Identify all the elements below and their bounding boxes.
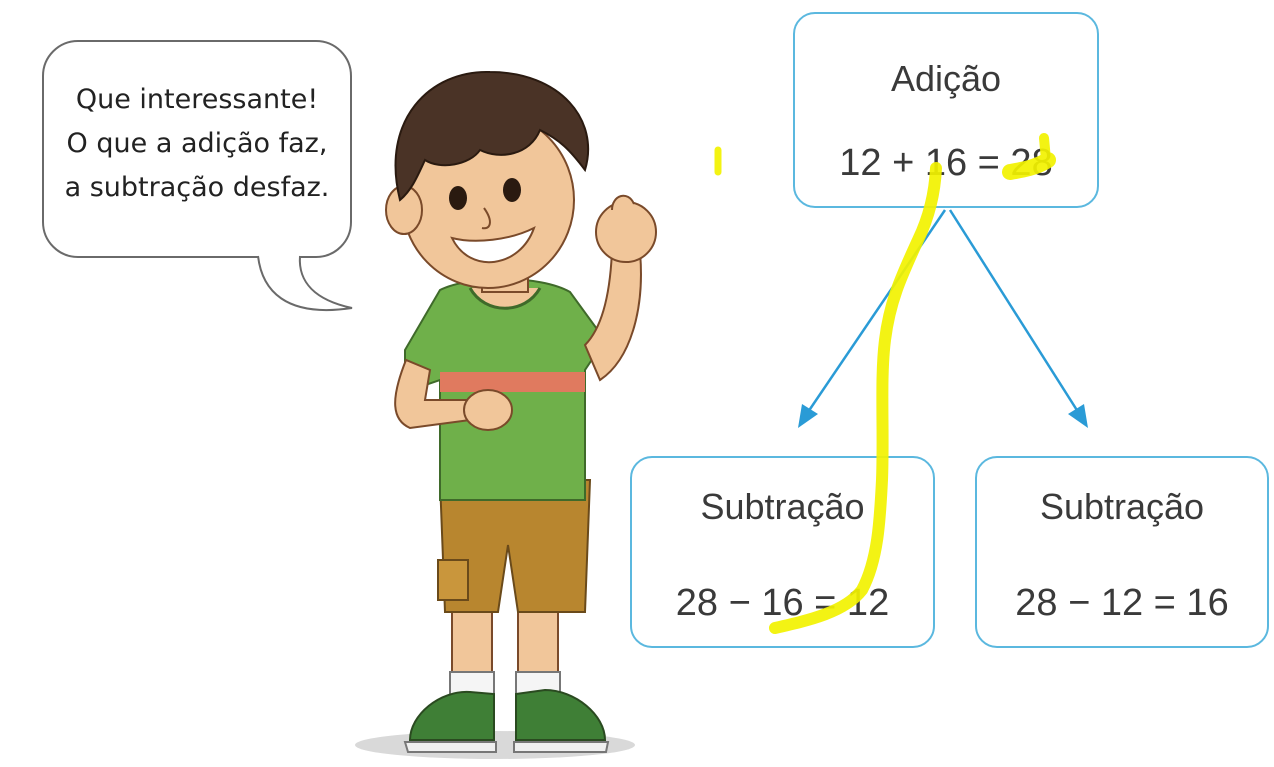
subtraction-right-expression: 28 − 12 = 16 [1015, 582, 1229, 624]
subtraction-box-right: Subtração 28 − 12 = 16 [975, 456, 1269, 648]
addition-title: Adição [890, 58, 1002, 99]
subtraction-left-expression: 28 − 16 = 12 [675, 582, 890, 624]
speech-bubble-text: Que interessante! O que a adição faz, a … [44, 78, 350, 210]
subtraction-right-title: Subtração [1039, 486, 1205, 527]
speech-line-3: a subtração desfaz. [64, 172, 330, 203]
arrow-to-right-subtraction [948, 209, 1088, 428]
arrow-to-left-subtraction [798, 209, 947, 428]
speech-line-1: Que interessante! [75, 84, 319, 115]
subtraction-box-left: Subtração 28 − 16 = 12 [630, 456, 935, 648]
speech-line-2: O que a adição faz, [66, 128, 328, 159]
boy-illustration [355, 70, 657, 759]
speech-bubble: Que interessante! O que a adição faz, a … [42, 40, 352, 258]
speech-bubble-tail [257, 250, 353, 311]
addition-expression: 12 + 16 = 28 [839, 142, 1053, 184]
subtraction-left-title: Subtração [700, 486, 865, 527]
addition-box: Adição 12 + 16 = 28 [793, 12, 1099, 208]
